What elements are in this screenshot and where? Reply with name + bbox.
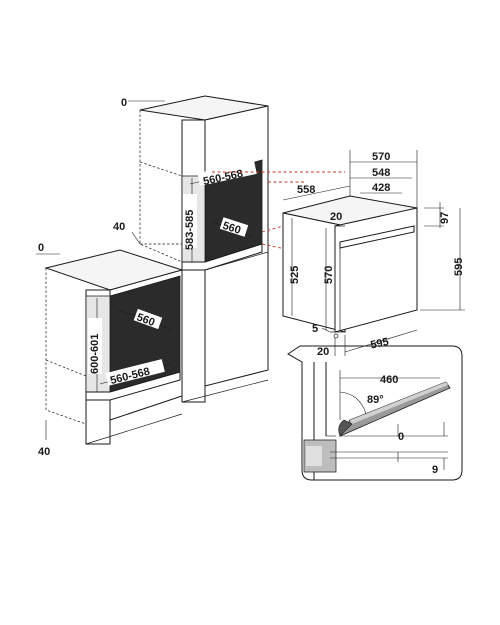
tall-niche-height-label: 583-585 xyxy=(184,210,196,250)
oven-front-lip-label: 20 xyxy=(317,346,329,358)
oven-depth-label: 558 xyxy=(297,184,315,196)
tall-niche-height-bg xyxy=(183,194,197,248)
oven-width-top-label: 570 xyxy=(372,151,390,163)
base-cabinet-base-edge xyxy=(85,413,183,445)
base-niche-width-bg xyxy=(105,359,165,386)
tall-cabinet-rear-line xyxy=(139,161,183,177)
oven-front-width-line xyxy=(344,329,418,353)
tall-cabinet-base-edge xyxy=(181,379,269,403)
oven-bottom-offset-leader xyxy=(321,327,331,333)
base-niche-depth-bg xyxy=(133,308,163,330)
detail-callout-line xyxy=(287,353,303,363)
oven: 570 548 428 558 20 97 595 525 570 5 20 5… xyxy=(282,150,465,358)
oven-frame-height-label: 97 xyxy=(439,212,451,224)
oven-height-body-label: 525 xyxy=(289,266,301,284)
oven-height-total-label: 595 xyxy=(453,258,465,276)
tall-cabinet-shelf-edge xyxy=(204,251,269,271)
tall-cabinet: 0 40 560-568 560 583-585 xyxy=(113,95,269,403)
door-detail: 460 89° 0 9 xyxy=(287,345,463,481)
oven-width-inner-label: 428 xyxy=(372,182,390,194)
base-top-gap-label: 0 xyxy=(38,242,44,254)
oven-depth-line xyxy=(282,185,351,201)
detail-angle-label: 89° xyxy=(367,394,384,406)
tall-top-gap-label: 0 xyxy=(121,97,127,109)
tall-niche-depth-bg xyxy=(219,217,249,237)
tall-niche-width-bg xyxy=(197,161,257,186)
tall-side-gap-leader xyxy=(131,231,141,245)
base-niche-height-bg xyxy=(88,318,102,374)
base-niche-depth-label: 560 xyxy=(135,311,156,329)
detail-gap-label: 9 xyxy=(432,464,438,476)
detail-door-width-label: 460 xyxy=(380,374,398,386)
base-bottom-gap-label: 40 xyxy=(38,446,50,458)
detail-marker xyxy=(333,333,339,339)
detail-hinge xyxy=(338,419,353,437)
tall-side-gap-label: 40 xyxy=(113,221,125,233)
projection-line-3 xyxy=(261,243,301,253)
base-niche-height-label: 600-601 xyxy=(89,334,101,374)
tall-niche-depth-label: 560 xyxy=(221,220,242,237)
oven-control-strip xyxy=(339,225,415,249)
oven-height-front-label: 570 xyxy=(323,266,335,284)
oven-front xyxy=(334,207,418,333)
base-cabinet-rear-outline xyxy=(45,268,87,425)
oven-width-mid-label: 548 xyxy=(372,167,390,179)
oven-front-width-label: 595 xyxy=(369,336,389,352)
detail-angle-arc xyxy=(339,391,367,415)
tall-cabinet-lower-front xyxy=(181,269,206,403)
oven-bottom-offset-label: 5 xyxy=(312,323,318,335)
base-niche-shelf xyxy=(85,371,181,401)
detail-door-highlight xyxy=(350,382,448,424)
oven-front-offset-label: 20 xyxy=(330,211,342,223)
base-cabinet: 0 40 560 560-568 600-601 xyxy=(36,242,184,458)
detail-frame xyxy=(287,345,463,481)
detail-panel-inner xyxy=(306,446,322,466)
tall-cabinet-rear-outline xyxy=(139,110,183,263)
base-cabinet-rear-line xyxy=(45,359,87,377)
detail-clearance-label: 0 xyxy=(398,431,404,443)
